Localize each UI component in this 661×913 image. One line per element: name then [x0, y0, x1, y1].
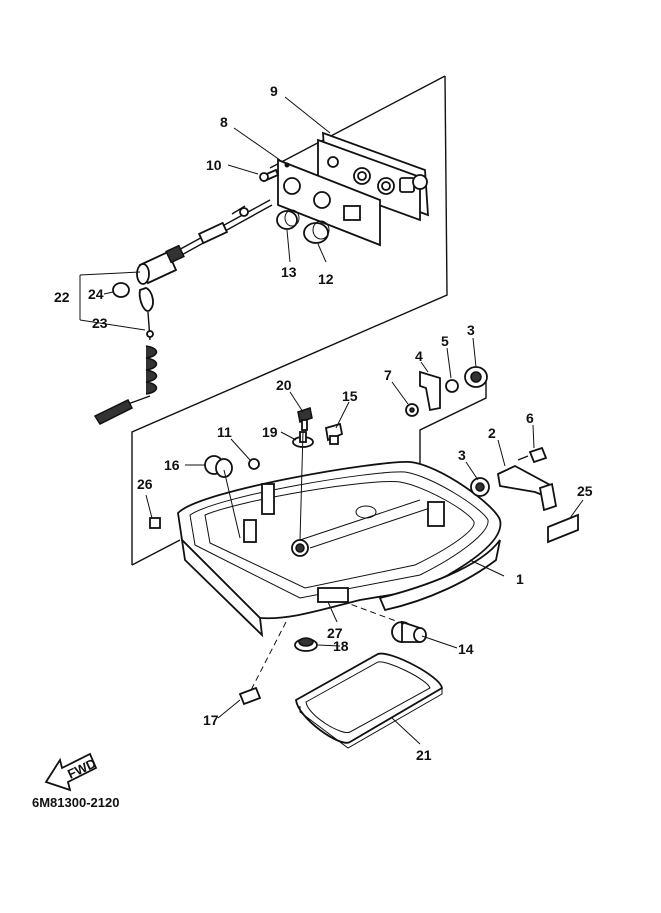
bottom-cowling-part-1	[177, 461, 502, 638]
callout-3-upper: 3	[467, 322, 475, 338]
bolt-part-6	[517, 446, 548, 464]
nut-part-7	[405, 403, 419, 417]
grommet-part-3-upper	[464, 366, 488, 388]
callout-numbers: 1 2 3 3 4 5 6 7 8 9 10 11 12 13 14 15 16…	[54, 83, 593, 763]
callout-18: 18	[333, 638, 349, 654]
callout-1: 1	[516, 571, 524, 587]
label-part-27	[317, 587, 349, 603]
callout-2: 2	[488, 425, 496, 441]
callout-15: 15	[342, 388, 358, 404]
gasket-plate-part-8	[277, 158, 381, 247]
grommet-part-3-lower	[470, 477, 490, 497]
grommet-part-16	[204, 455, 233, 478]
forward-arrow-icon: FWD	[44, 752, 98, 792]
drawing-code: 6M81300-2120	[32, 795, 119, 810]
callout-25: 25	[577, 483, 593, 499]
callout-3-lower: 3	[458, 447, 466, 463]
callout-13: 13	[281, 264, 297, 280]
callout-22: 22	[54, 289, 70, 305]
grommet-part-18	[294, 637, 318, 652]
stop-switch-part-22	[136, 199, 273, 285]
panel-plate-part-9	[317, 131, 429, 222]
upper-assembly-frame	[131, 75, 448, 565]
callout-10: 10	[206, 157, 222, 173]
callout-5: 5	[441, 333, 449, 349]
label-part-26	[149, 517, 161, 529]
cap-part-24	[112, 282, 130, 298]
callout-21: 21	[416, 747, 432, 763]
callout-14: 14	[458, 641, 474, 657]
grommet-part-15	[324, 422, 344, 445]
plug-part-13	[276, 209, 300, 230]
callout-11: 11	[217, 424, 232, 440]
callout-27: 27	[327, 625, 343, 641]
gasket-part-21	[295, 652, 443, 749]
lanyard-part-23	[93, 287, 158, 425]
plug-part-14	[391, 620, 427, 643]
callout-4: 4	[415, 348, 423, 364]
callout-7: 7	[384, 367, 392, 383]
nut-part-5	[445, 379, 459, 393]
bracket-part-4	[419, 370, 441, 412]
callout-17: 17	[203, 712, 219, 728]
callout-12: 12	[318, 271, 334, 287]
leader-lines	[79, 96, 584, 745]
callout-9: 9	[270, 83, 278, 99]
callout-6: 6	[526, 410, 534, 426]
callout-26: 26	[137, 476, 153, 492]
callout-24: 24	[88, 286, 104, 302]
callout-20: 20	[276, 377, 292, 393]
screw-part-20	[297, 407, 313, 431]
lower-assembly-frame	[131, 376, 487, 566]
callout-8: 8	[220, 114, 228, 130]
clip-part-17	[238, 686, 262, 706]
bracket-part-2	[497, 464, 558, 512]
plug-part-12	[303, 220, 330, 244]
callout-23: 23	[92, 315, 108, 331]
fwd-label: FWD	[65, 756, 98, 782]
screw-part-10	[259, 168, 280, 183]
callout-16: 16	[164, 457, 180, 473]
nut-part-11	[248, 458, 260, 470]
callout-19: 19	[262, 424, 278, 440]
label-part-25	[547, 513, 579, 544]
